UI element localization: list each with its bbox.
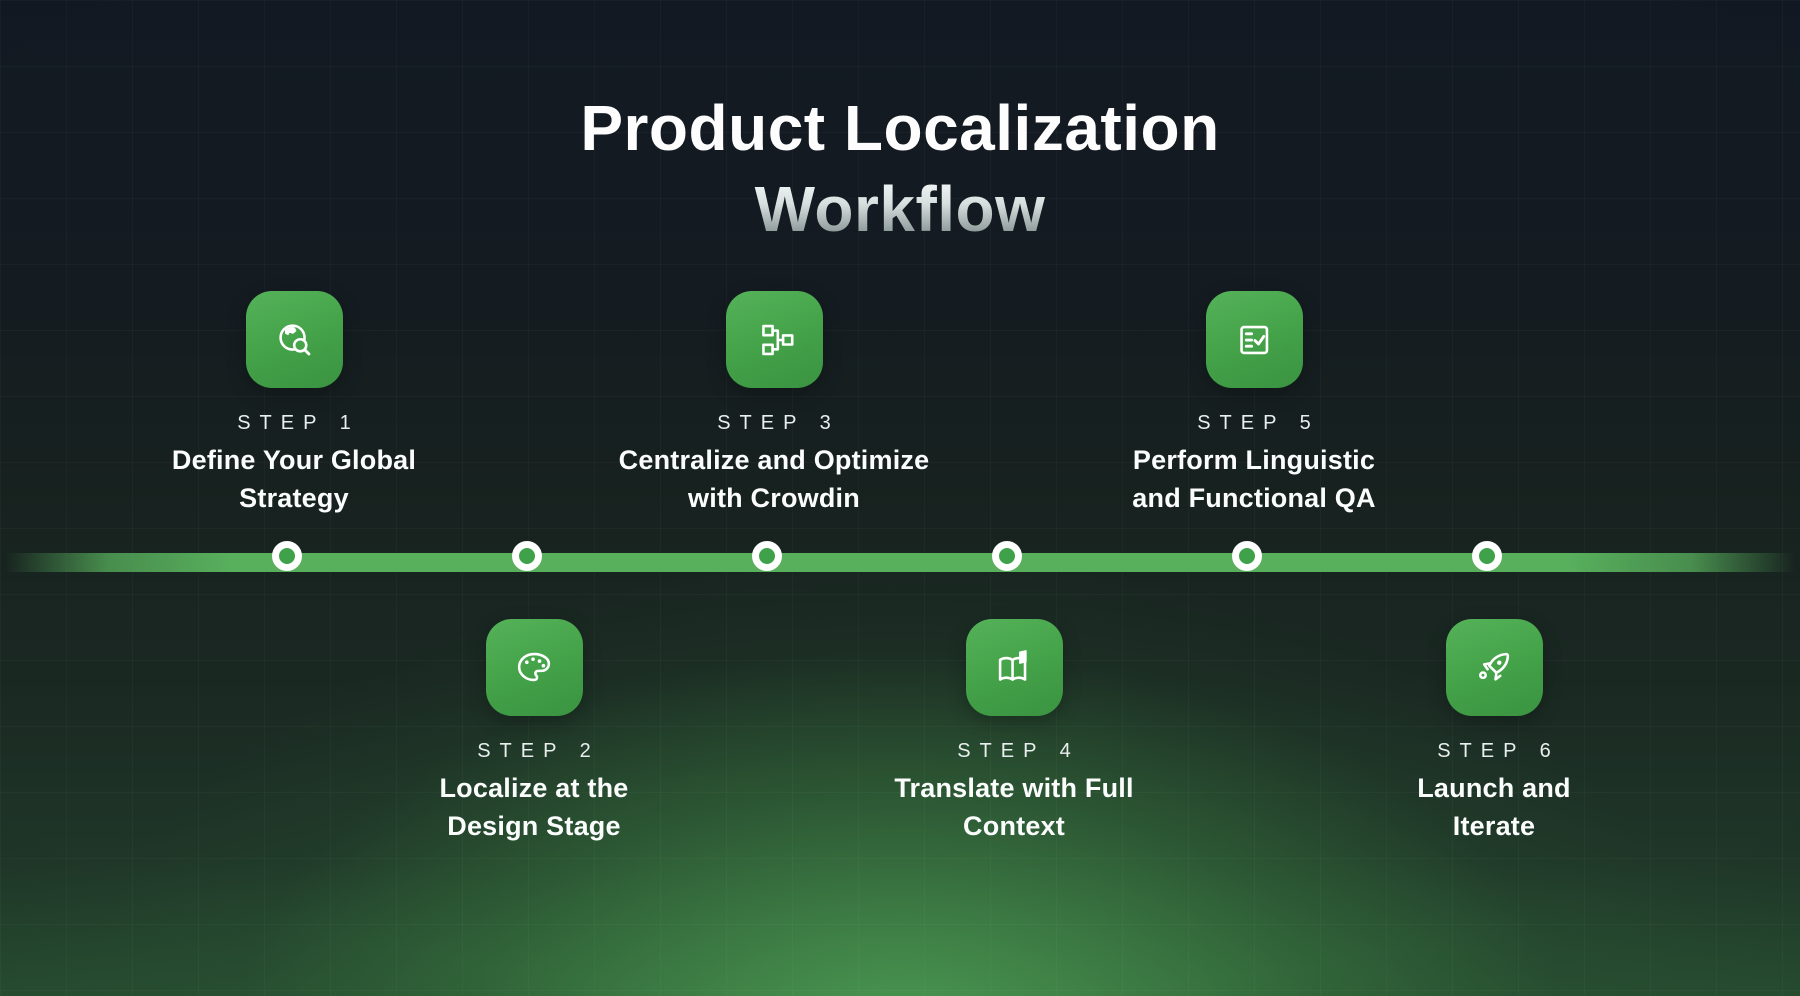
step-5-title-line1: Perform Linguistic: [1132, 445, 1376, 475]
step-4-label: STEP 4: [957, 740, 1080, 762]
step-1-label: STEP 1: [237, 412, 360, 434]
step-3-title-line2: with Crowdin: [688, 483, 860, 513]
step-4-title-line1: Translate with Full: [894, 773, 1134, 803]
sitemap-icon: [762, 324, 794, 355]
timeline-line: [0, 553, 1800, 572]
timeline-node-5: [1232, 541, 1262, 571]
step-5: STEP 5 Perform Linguistic and Functional…: [1064, 291, 1444, 517]
step-3: STEP 3 Centralize and Optimize with Crow…: [584, 291, 964, 517]
rocket-icon: [1479, 652, 1510, 681]
step-3-title: Centralize and Optimize with Crowdin: [619, 441, 930, 517]
checklist-icon: [1240, 325, 1269, 354]
step-2-title-line1: Localize at the: [439, 773, 629, 803]
step-3-title-line1: Centralize and Optimize: [618, 445, 930, 475]
step-4-title: Translate with Full Context: [894, 769, 1133, 845]
step-2-icon-box: [485, 619, 583, 716]
step-2-label: STEP 2: [477, 740, 600, 762]
step-1: STEP 1 Define Your Global Strategy: [104, 291, 484, 517]
step-1-title: Define Your Global Strategy: [172, 441, 416, 517]
step-6: STEP 6 Launch and Iterate: [1304, 619, 1684, 845]
step-6-icon-box: [1445, 619, 1543, 716]
step-6-title: Launch and Iterate: [1417, 769, 1571, 845]
page-title: Product Localization Workflow: [0, 88, 1800, 250]
timeline-node-2: [512, 541, 542, 571]
step-6-title-line1: Launch and: [1417, 773, 1571, 803]
step-3-label: STEP 3: [717, 412, 840, 434]
step-6-label: STEP 6: [1437, 740, 1560, 762]
timeline-node-4: [992, 541, 1022, 571]
globe-search-icon: [279, 323, 311, 355]
step-4: STEP 4 Translate with Full Context: [824, 619, 1204, 845]
open-book-icon: [998, 649, 1027, 681]
step-1-icon-box: [245, 291, 343, 388]
step-4-icon-box: [965, 619, 1063, 716]
palette-icon: [517, 652, 551, 681]
page-title-line1: Product Localization: [580, 92, 1220, 164]
step-5-title-line2: and Functional QA: [1132, 483, 1376, 513]
step-2-title-line2: Design Stage: [447, 811, 621, 841]
step-5-icon-box: [1205, 291, 1303, 388]
page-title-line2: Workflow: [0, 169, 1800, 250]
step-1-title-line1: Define Your Global: [171, 445, 417, 475]
step-3-icon-box: [725, 291, 823, 388]
timeline-node-3: [752, 541, 782, 571]
step-4-title-line2: Context: [963, 811, 1065, 841]
step-5-label: STEP 5: [1197, 412, 1320, 434]
step-1-title-line2: Strategy: [239, 483, 349, 513]
timeline-node-6: [1472, 541, 1502, 571]
step-5-title: Perform Linguistic and Functional QA: [1132, 441, 1375, 517]
step-2-title: Localize at the Design Stage: [439, 769, 628, 845]
timeline-node-1: [272, 541, 302, 571]
step-2: STEP 2 Localize at the Design Stage: [344, 619, 724, 845]
step-6-title-line2: Iterate: [1452, 811, 1536, 841]
